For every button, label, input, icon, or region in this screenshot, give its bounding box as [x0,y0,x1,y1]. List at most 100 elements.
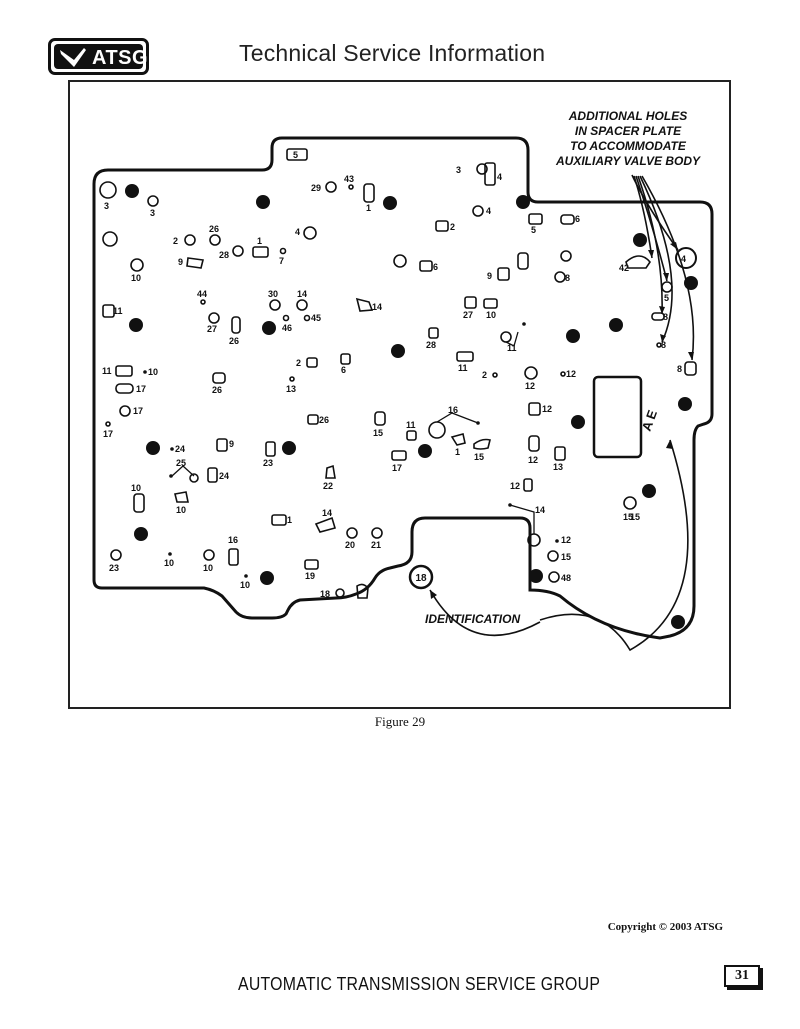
hole-label: 5 [293,150,298,160]
hole-label: 16 [448,405,458,415]
filled-hole [529,569,543,583]
checkmark-icon [60,48,86,67]
hole-label: 7 [279,256,284,266]
filled-hole [678,397,692,411]
stamp-mark: A E [639,408,660,433]
callout-line-2: IN SPACER PLATE [575,124,682,138]
hole-label: 11 [406,420,416,430]
hole-label: 24 [219,471,229,481]
hole-label: 12 [566,369,576,379]
arrow-head [666,440,673,449]
filled-hole [571,415,585,429]
filled-holes [125,184,698,629]
hole-label: 13 [553,462,563,472]
hole-label: 5 [664,293,669,303]
logo-text: ATSG [92,47,149,69]
callout-line-3: TO ACCOMMODATE [570,139,687,153]
filled-hole [282,441,296,455]
callout-line-1: ADDITIONAL HOLES [568,109,687,123]
hole-label: 14 [322,508,332,518]
filled-hole [383,196,397,210]
hole-label: 10 [131,273,141,283]
hole-label: 12 [525,381,535,391]
hole-label: 26 [212,385,222,395]
hole-label: 2 [450,222,455,232]
identification-arrows [429,439,689,652]
hole-label: 17 [136,384,146,394]
identification-hole [408,564,434,590]
page-title: Technical Service Information [239,40,546,66]
hole-label: 28 [219,250,229,260]
hole-label: 29 [311,183,321,193]
hole-label: 6 [341,365,346,375]
hole-label: 2 [482,370,487,380]
hole-label: 11 [102,366,112,376]
page-number: 31 [724,965,760,987]
hole-labels: 5 3 4 29 43 1 3 3 4 6 2 26 4 1 2 5 28 7 … [102,150,686,599]
hole-label: 3 [104,201,109,211]
hole-label: 18 [320,589,330,599]
hole-label: 10 [131,483,141,493]
hole-label: 6 [433,262,438,272]
hole-label: 28 [426,340,436,350]
filled-hole [146,441,160,455]
hole-label: 14 [297,289,307,299]
hole-label: 25 [176,458,186,468]
hole-label: 2 [296,358,301,368]
plate-window [592,375,643,459]
hole-label: 4 [295,227,300,237]
hole-label: 15 [630,512,640,522]
hole-label: 20 [345,540,355,550]
hole-label: 16 [228,535,238,545]
hole-label: 4 [497,172,502,182]
hole-label: 6 [575,214,580,224]
hole-label: 5 [531,225,536,235]
hole-label: 8 [661,340,666,350]
hole-label: 10 [164,558,174,568]
hole-label: 44 [197,289,207,299]
open-holes [99,148,697,599]
hole-label: 15 [373,428,383,438]
hole-label: 10 [240,580,250,590]
leader-lines [171,331,535,534]
hole-label: 11 [113,306,123,316]
hole-label: 15 [623,512,633,522]
footer-organization: AUTOMATIC TRANSMISSION SERVICE GROUP [238,974,601,994]
hole-label: 13 [286,384,296,394]
filled-hole [262,321,276,335]
hole-label: 22 [323,481,333,491]
filled-hole [516,195,530,209]
hole-label: 15 [561,552,571,562]
hole-label: 23 [263,458,273,468]
arrow-head [430,590,437,599]
hole-label: 2 [173,236,178,246]
hole-label: 43 [344,174,354,184]
hole-label: 19 [305,571,315,581]
hole-label: 17 [392,463,402,473]
hole-label: 9 [487,271,492,281]
hole-label: 27 [207,324,217,334]
hole-label: 3 [150,208,155,218]
hole-label: 26 [319,415,329,425]
hole-label: 8 [677,364,682,374]
hole-label: 3 [456,165,461,175]
logo-background: ATSG [54,44,148,69]
hole-label: 23 [109,563,119,573]
filled-hole [256,195,270,209]
filled-hole [671,615,685,629]
hole-label: 8 [663,312,668,322]
hole-label: 24 [175,444,185,454]
filled-hole [418,444,432,458]
hole-label: 1 [366,203,371,213]
hole-label: 1 [455,447,460,457]
identification-hole-label: 18 [415,573,427,584]
filled-hole [125,184,139,198]
hole-label: 21 [371,540,381,550]
copyright-notice: Copyright © 2003 ATSG [607,921,723,933]
pin-dots [143,322,559,578]
hole-label: 27 [463,310,473,320]
hole-label: 4 [681,254,686,264]
hole-label: 14 [535,505,545,515]
hole-label: 9 [229,439,234,449]
